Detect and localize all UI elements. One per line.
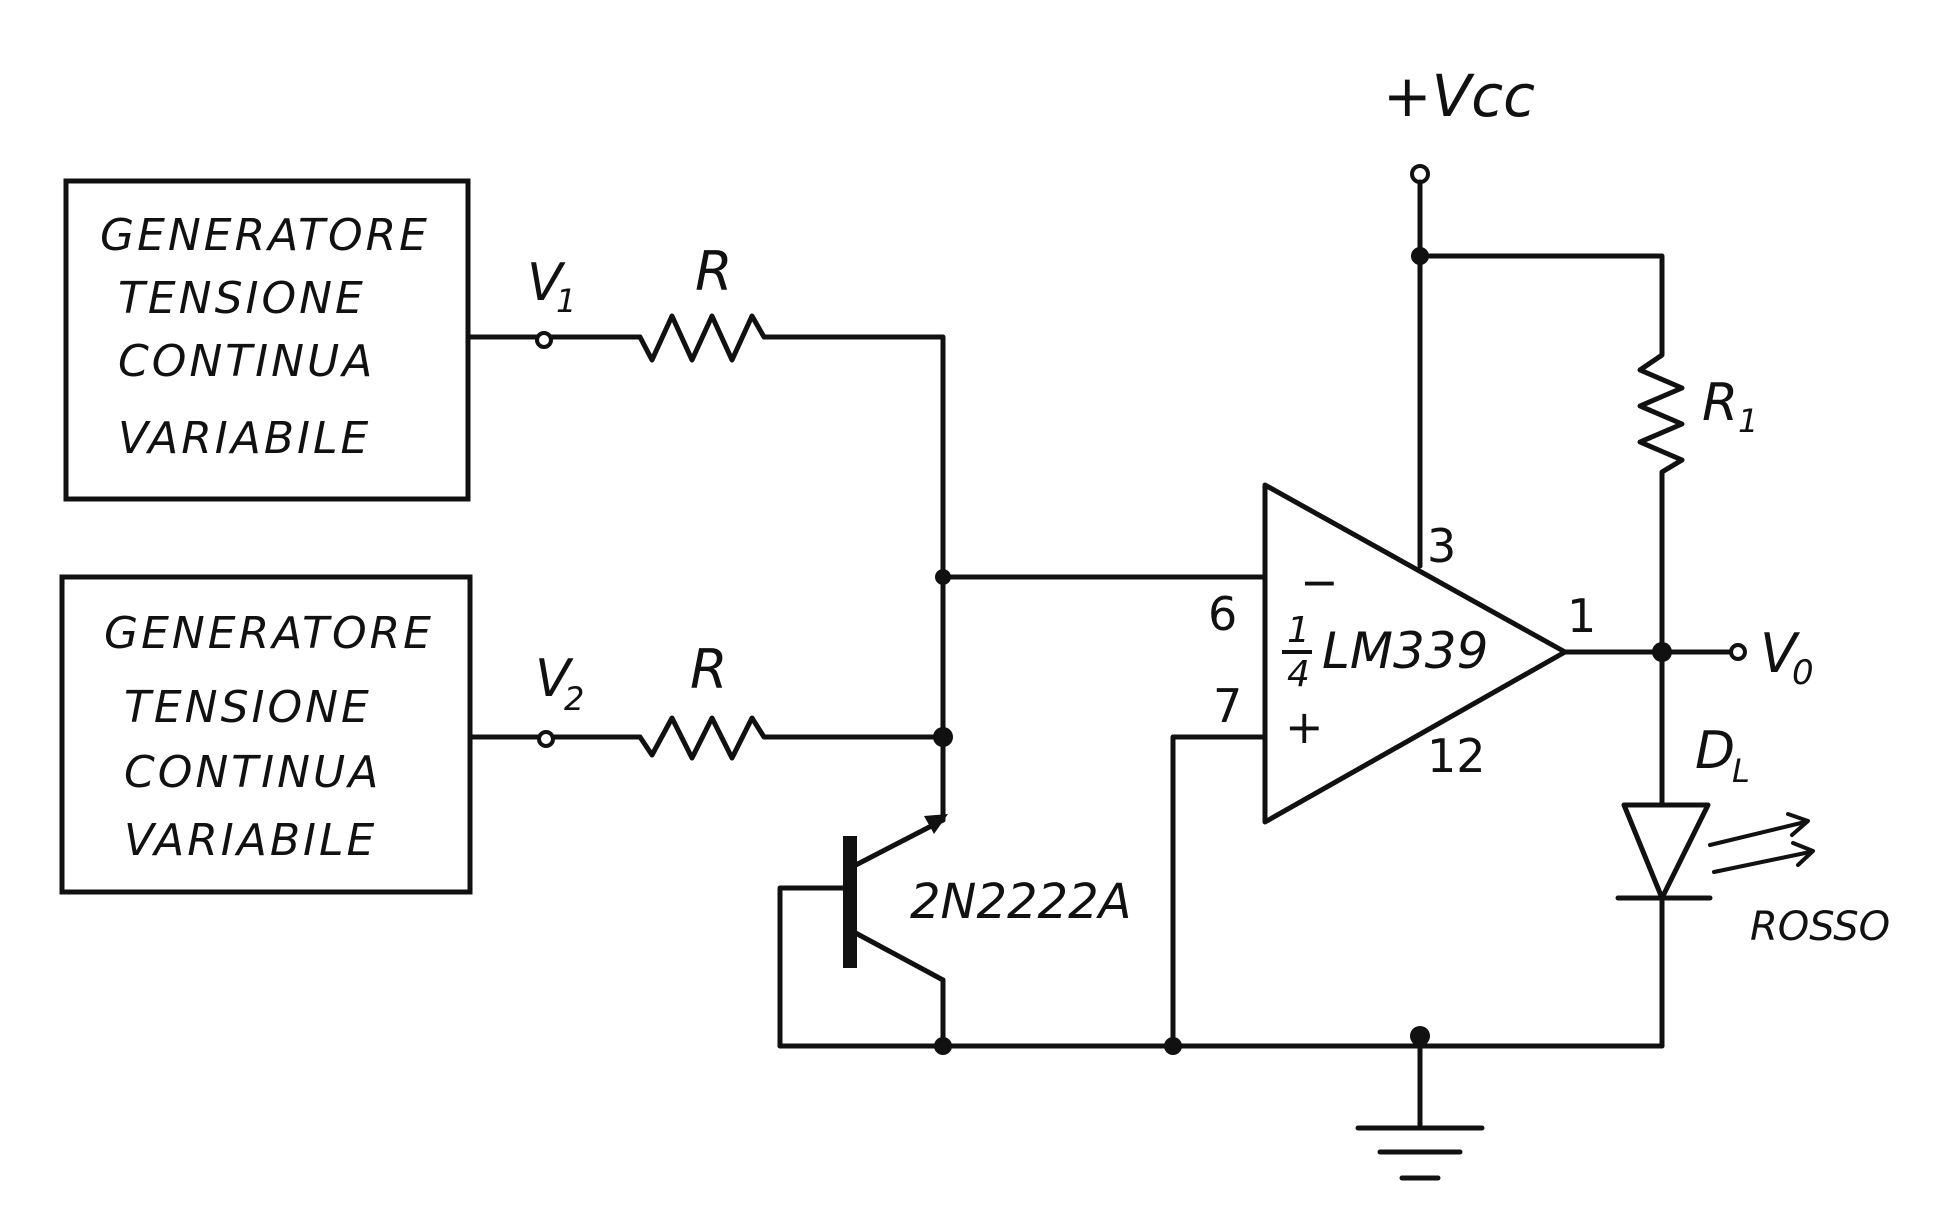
r-top-label: R: [695, 240, 733, 303]
v2-subscript: 2: [564, 680, 584, 718]
generator-bottom-line-4: VARIABILE: [124, 815, 377, 866]
vo-terminal: [1729, 643, 1747, 661]
v2-label: V: [535, 649, 574, 709]
generator-box-top: GENERATORE TENSIONE CONTINUA VARIABILE: [63, 178, 471, 502]
opamp-fraction-denominator: 4: [1287, 654, 1310, 695]
v1-terminal: [535, 331, 553, 349]
ground-symbol: [1355, 1033, 1485, 1181]
junction-inverting: [935, 569, 951, 585]
generator-box-bottom: GENERATORE TENSIONE CONTINUA VARIABILE: [59, 574, 473, 895]
generator-bottom-line-1: GENERATORE: [104, 608, 434, 659]
pin-12-label: 12: [1427, 729, 1486, 783]
pin-6-label: 6: [1208, 587, 1237, 641]
generator-top-line-3: CONTINUA: [118, 336, 375, 387]
generator-top-line-1: GENERATORE: [100, 210, 430, 261]
resistor-r1: [1637, 337, 1685, 655]
generator-top-line-2: TENSIONE: [118, 273, 366, 324]
junction-vcc: [1411, 247, 1429, 265]
v1-label: V: [527, 253, 566, 313]
input-branch-bottom: [467, 715, 946, 761]
resistor-r-bottom: [637, 715, 946, 761]
v2-terminal: [537, 730, 555, 748]
pin-7-label: 7: [1213, 679, 1242, 733]
pin-3-label: 3: [1427, 519, 1456, 573]
transistor-label: 2N2222A: [910, 874, 1131, 930]
vo-subscript: 0: [1792, 653, 1814, 693]
generator-bottom-line-2: TENSIONE: [124, 682, 372, 733]
wire-to-noninverting-input: [1170, 734, 1268, 1049]
r1-subscript: 1: [1738, 402, 1758, 440]
r1-label: R: [1702, 373, 1738, 433]
vo-label: V: [1760, 622, 1801, 685]
opamp-name: LM339: [1322, 622, 1488, 680]
resistor-r-top: [637, 313, 783, 363]
v1-subscript: 1: [556, 282, 576, 320]
dl-subscript: L: [1732, 752, 1750, 790]
junction-v2: [933, 727, 953, 747]
transistor-2n2222a: [777, 814, 948, 1049]
junction-ground-transistor: [934, 1037, 952, 1055]
led-dl: [1615, 649, 1815, 1049]
r-bottom-label: R: [690, 638, 728, 701]
vcc-supply: [1410, 164, 1665, 569]
input-branch-top: [465, 313, 946, 580]
opamp-plus-sign: +: [1285, 700, 1324, 754]
generator-top-line-4: VARIABILE: [118, 413, 371, 464]
rosso-label: ROSSO: [1750, 904, 1890, 950]
dl-label: D: [1695, 721, 1735, 781]
generator-bottom-line-3: CONTINUA: [124, 747, 381, 798]
opamp-minus-sign: −: [1300, 555, 1339, 609]
vcc-label: +Vcc: [1383, 62, 1535, 130]
pin-1-label: 1: [1567, 589, 1596, 643]
comparator-lm339: − + 1 4 LM339: [1262, 482, 1568, 825]
opamp-fraction-numerator: 1: [1287, 610, 1310, 651]
